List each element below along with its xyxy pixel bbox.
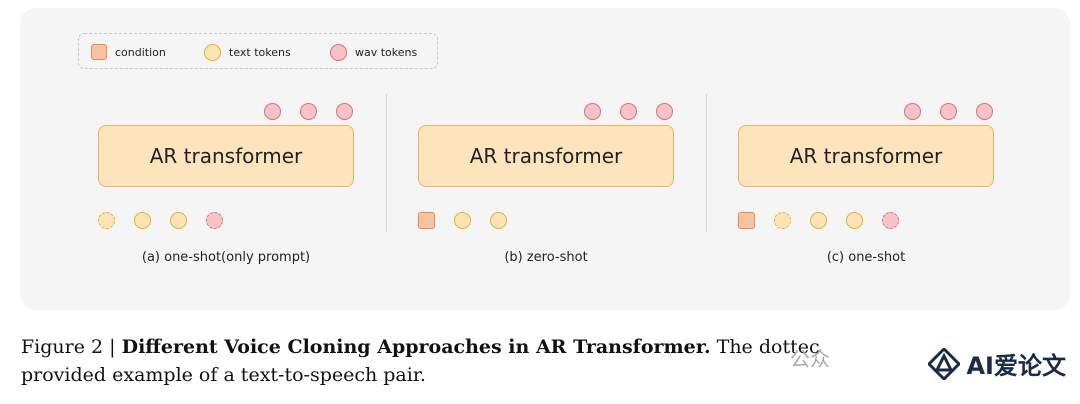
panel-separator <box>386 94 387 232</box>
prompt-wav-token-icon <box>206 212 223 229</box>
text-token-icon <box>454 212 471 229</box>
condition-token-icon <box>738 212 755 229</box>
panel-c-input-tokens <box>738 212 899 229</box>
prompt-text-token-icon <box>774 212 791 229</box>
condition-token-icon <box>418 212 435 229</box>
prompt-text-token-icon <box>98 212 115 229</box>
legend: condition text tokens wav tokens <box>78 33 438 69</box>
text-token-icon <box>134 212 151 229</box>
legend-label-wav-tokens: wav tokens <box>355 45 418 59</box>
condition-swatch-icon <box>91 44 107 60</box>
legend-item-wav-tokens: wav tokens <box>330 43 417 61</box>
panel-c-ar-transformer: AR transformer <box>738 125 994 187</box>
watermark: AI爱论文 <box>928 346 1066 381</box>
panel-a-ar-transformer: AR transformer <box>98 125 354 187</box>
legend-item-text-tokens: text tokens <box>204 43 291 61</box>
legend-label-condition: condition <box>115 45 166 59</box>
prompt-wav-token-icon <box>882 212 899 229</box>
wav-token-icon <box>940 103 957 120</box>
figure-caption-prefix: Figure 2 | <box>21 336 122 358</box>
watermark-gray-text: 公众 <box>790 347 830 371</box>
wav-token-icon <box>904 103 921 120</box>
text-token-icon <box>810 212 827 229</box>
panel-a-input-tokens <box>98 212 223 229</box>
legend-item-condition: condition <box>91 43 166 61</box>
panel-b-ar-transformer: AR transformer <box>418 125 674 187</box>
panel-separator <box>706 94 707 232</box>
wav-token-icon <box>976 103 993 120</box>
figure-caption-line2: provided example of a text-to-speech pai… <box>21 364 426 386</box>
panel-b-output-tokens <box>584 103 673 120</box>
figure-caption: Figure 2 | Different Voice Cloning Appro… <box>21 333 1080 389</box>
legend-label-text-tokens: text tokens <box>229 45 291 59</box>
wav-token-icon <box>336 103 353 120</box>
panel-c-output-tokens <box>904 103 993 120</box>
wav-token-icon <box>584 103 601 120</box>
panel-a-output-tokens <box>264 103 353 120</box>
panel-a-caption: (a) one-shot(only prompt) <box>141 250 311 265</box>
text-token-swatch-icon <box>204 43 221 61</box>
figure-caption-title: Different Voice Cloning Approaches in AR… <box>121 336 711 358</box>
text-token-icon <box>170 212 187 229</box>
wav-token-icon <box>656 103 673 120</box>
text-token-icon <box>490 212 507 229</box>
panel-c-caption: (c) one-shot <box>826 250 906 265</box>
wav-token-icon <box>264 103 281 120</box>
wav-token-swatch-icon <box>330 43 347 61</box>
panel-b-input-tokens <box>418 212 507 229</box>
watermark-brand-text: AI爱论文 <box>966 352 1066 380</box>
text-token-icon <box>846 212 863 229</box>
panel-b-caption: (b) zero-shot <box>504 250 588 265</box>
wav-token-icon <box>300 103 317 120</box>
figure-caption-text: The dottec <box>710 336 820 358</box>
brand-logo-icon <box>928 347 961 380</box>
wav-token-icon <box>620 103 637 120</box>
